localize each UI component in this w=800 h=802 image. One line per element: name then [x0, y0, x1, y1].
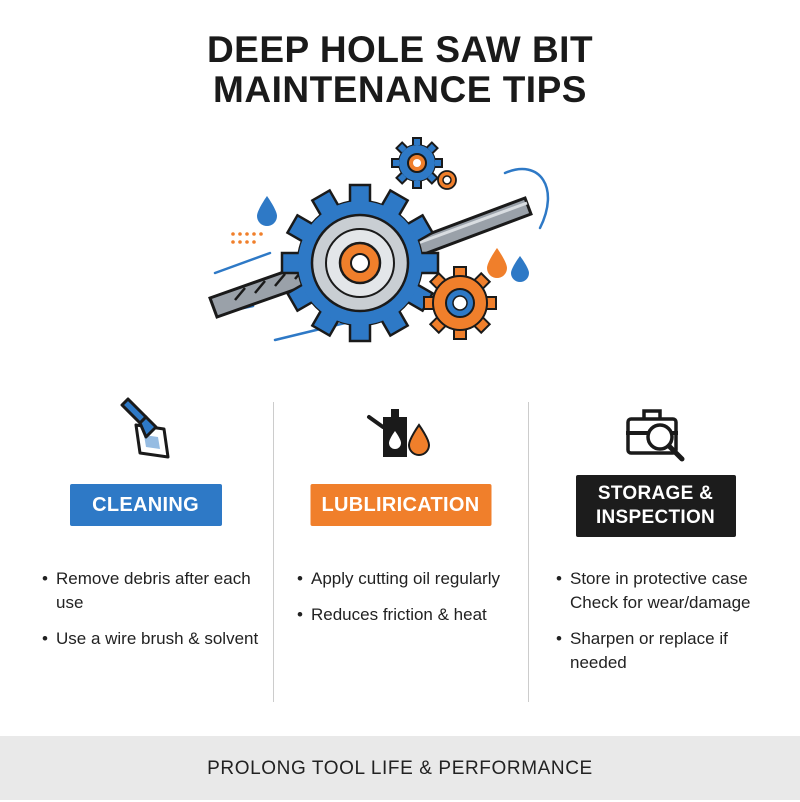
gear-icon — [391, 137, 443, 189]
storage-inspection-section: STORAGE & INSPECTION Store in protective… — [528, 395, 783, 705]
saw-blade-icon — [280, 183, 440, 343]
lubrication-label: LUBLIRICATION — [310, 484, 491, 526]
toolbox-magnifier-icon — [528, 395, 783, 475]
list-item: Use a wire brush & solvent — [40, 627, 270, 651]
cleaning-label: CLEANING — [69, 484, 222, 526]
footer-banner: PROLONG TOOL LIFE & PERFORMANCE — [0, 736, 800, 800]
lubrication-tips-list: Apply cutting oil regularly Reduces fric… — [295, 567, 525, 639]
storage-tips-list: Store in protective case Check for wear/… — [554, 567, 784, 687]
list-item: Store in protective case Check for wear/… — [554, 567, 784, 615]
list-item: Reduces friction & heat — [295, 603, 525, 627]
column-divider — [528, 402, 529, 702]
oil-can-icon — [273, 395, 528, 475]
oil-drop-icon — [511, 256, 529, 282]
list-item: Sharpen or replace if needed — [554, 627, 784, 675]
oil-drop-icon — [257, 196, 277, 226]
title-line-1: DEEP HOLE SAW BIT — [206, 29, 594, 70]
lubrication-section: LUBLIRICATION Apply cutting oil regularl… — [273, 395, 528, 705]
list-item: Apply cutting oil regularly — [295, 567, 525, 591]
oil-drop-icon — [487, 248, 507, 278]
column-divider — [273, 402, 274, 702]
hero-illustration — [195, 128, 575, 358]
storage-inspection-label: STORAGE & INSPECTION — [575, 475, 736, 537]
orange-dots — [231, 232, 263, 244]
drill-saw-illustration — [208, 137, 550, 343]
brush-cleaning-icon — [18, 395, 273, 475]
drill-shaft-icon — [208, 196, 533, 319]
gear-icon — [437, 170, 457, 190]
page-title: DEEP HOLE SAW BIT MAINTENANCE TIPS — [0, 30, 800, 110]
title-line-2: MAINTENANCE TIPS — [213, 69, 587, 110]
gear-icon — [423, 266, 497, 340]
cleaning-tips-list: Remove debris after each use Use a wire … — [40, 567, 270, 663]
cleaning-section: CLEANING Remove debris after each use Us… — [18, 395, 273, 705]
list-item: Remove debris after each use — [40, 567, 270, 615]
